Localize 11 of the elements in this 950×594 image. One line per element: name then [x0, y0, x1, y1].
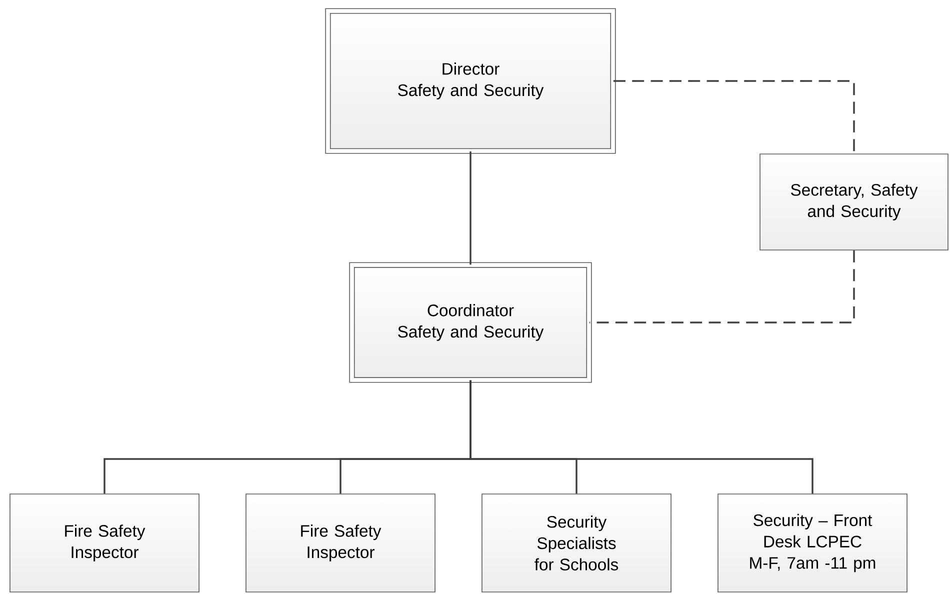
staff-box: Secretary, Safety and Security: [760, 154, 948, 250]
staff-box: Security Specialists for Schools: [482, 494, 672, 592]
supervisor-box: Coordinator Safety and Security: [349, 262, 592, 383]
connector: [589, 250, 855, 324]
supervisor-box: Director Safety and Security: [325, 8, 616, 154]
staff-box: Security – Front Desk LCPEC M-F, 7am -11 pm: [718, 494, 908, 592]
staff-box: Fire Safety Inspector: [246, 494, 436, 592]
connector: [613, 80, 855, 154]
connector: [470, 151, 472, 265]
staff-box: Fire Safety Inspector: [10, 494, 200, 592]
connector: [470, 380, 814, 494]
